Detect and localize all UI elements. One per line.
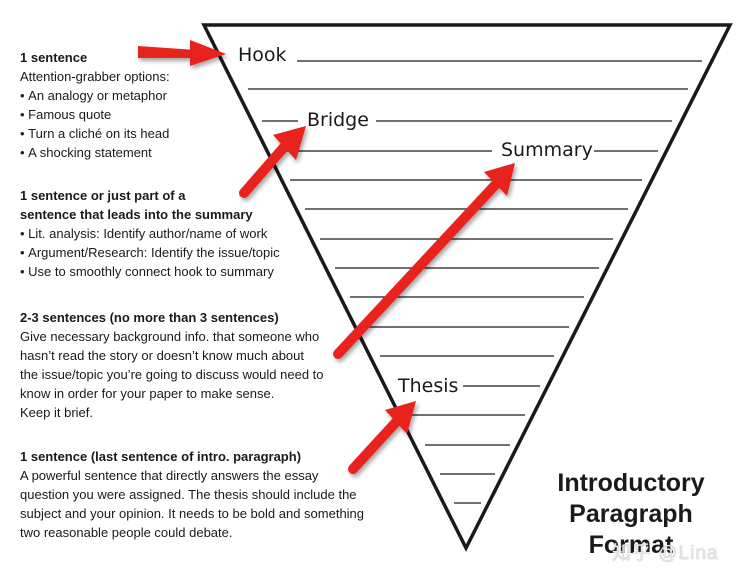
hook-intro: Attention-grabber options: [20, 69, 170, 84]
title-line: Paragraph [569, 500, 693, 528]
title-line: Introductory [557, 469, 705, 497]
thesis-text-line: subject and your opinion. It needs to be… [20, 506, 365, 521]
watermark: 知乎 @Lina [612, 543, 719, 564]
bridge-heading-line: 1 sentence or just part of a [20, 188, 186, 203]
summary-text-line: Give necessary background info. that som… [20, 329, 320, 344]
summary-text-line: Keep it brief. [20, 405, 93, 420]
list-item: A shocking statement [20, 143, 400, 162]
list-item: An analogy or metaphor [20, 86, 400, 105]
thesis-heading: 1 sentence (last sentence of intro. para… [20, 449, 302, 464]
summary-text-line: hasn’t read the story or doesn’t know mu… [20, 348, 304, 363]
list-item: Famous quote [20, 105, 400, 124]
thesis-text-line: two reasonable people could debate. [20, 525, 233, 540]
hook-label: Hook [238, 44, 287, 66]
hook-description: 1 sentence Attention-grabber options: An… [20, 48, 400, 162]
list-item: Use to smoothly connect hook to summary [20, 262, 400, 281]
summary-label: Summary [501, 139, 593, 161]
summary-heading: 2-3 sentences (no more than 3 sentences) [20, 310, 279, 325]
thesis-arrow [348, 401, 416, 474]
summary-arrow [333, 163, 515, 359]
list-item: Lit. analysis: Identify author/name of w… [20, 224, 400, 243]
bridge-options-list: Lit. analysis: Identify author/name of w… [20, 224, 400, 281]
thesis-description: 1 sentence (last sentence of intro. para… [20, 447, 400, 542]
hook-arrow [138, 40, 226, 66]
summary-description: 2-3 sentences (no more than 3 sentences)… [20, 308, 400, 422]
thesis-text-line: A powerful sentence that directly answer… [20, 468, 319, 483]
hook-heading: 1 sentence [20, 50, 88, 65]
bridge-description: 1 sentence or just part of a sentence th… [20, 186, 400, 281]
list-item: Turn a cliché on its head [20, 124, 400, 143]
summary-text-line: the issue/topic you’re going to discuss … [20, 367, 324, 382]
hook-options-list: An analogy or metaphor Famous quote Turn… [20, 86, 400, 162]
list-item: Argument/Research: Identify the issue/to… [20, 243, 400, 262]
diagram-title: Introductory Paragraph Format [546, 468, 716, 561]
thesis-text-line: question you were assigned. The thesis s… [20, 487, 357, 502]
summary-text-line: know in order for your paper to make sen… [20, 386, 275, 401]
bridge-heading-line: sentence that leads into the summary [20, 207, 253, 222]
thesis-label: Thesis [397, 375, 458, 397]
funnel-triangle [201, 23, 733, 552]
title-line: Format [588, 531, 674, 559]
